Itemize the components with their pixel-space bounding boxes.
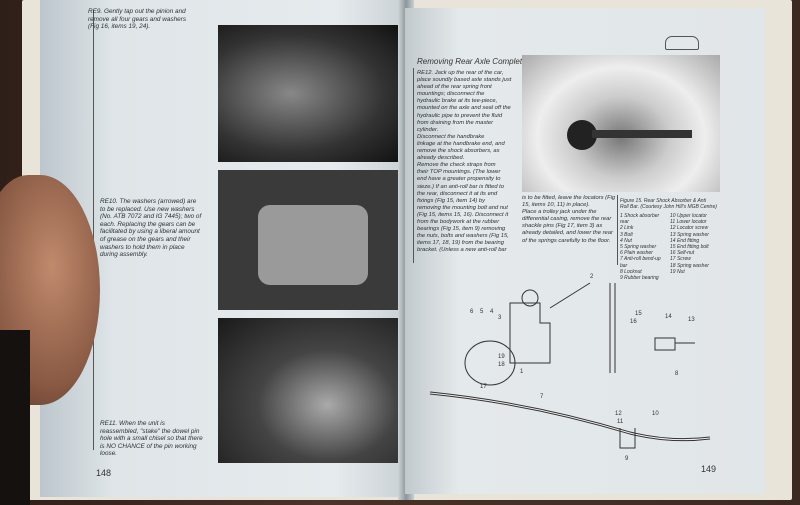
legend-item: 13 Spring washer xyxy=(670,231,709,238)
legend-item: 7 Anti-roll bend-up xyxy=(620,256,661,263)
photo-washers-and-gears xyxy=(218,170,400,310)
legend-item: 12 Locator screw xyxy=(670,225,709,232)
paragraph-re10: RE10. The washers (arrowed) are to be re… xyxy=(100,198,202,259)
legend-item: 9 Rubber bearing xyxy=(620,275,659,282)
diagram-label: 3 xyxy=(498,315,502,321)
paragraph-re11: RE11. When the unit is reassembled, "sta… xyxy=(100,420,203,458)
right-page: Removing Rear Axle Complete RE12. Jack u… xyxy=(405,8,765,494)
legend-item: 4 Nut xyxy=(620,237,632,244)
legend-item: 17 Screw xyxy=(670,256,691,263)
legend-item: 16 Self-nut xyxy=(670,250,695,257)
photo-differential-gears xyxy=(218,25,400,162)
diagram-label: 15 xyxy=(635,311,642,317)
legend-item: 8 Locknut xyxy=(620,268,642,275)
paragraph-re9: RE9. Gently tap out the pinion and remov… xyxy=(88,8,187,31)
diagram-label: 12 xyxy=(615,411,622,417)
diagram-label: 1 xyxy=(520,369,524,375)
legend-item: 11 Lower locator xyxy=(670,219,707,226)
diagram-label: 10 xyxy=(652,411,659,417)
legend-item: 15 End fitting bolt xyxy=(670,244,709,251)
page-number: 149 xyxy=(701,464,717,474)
left-page: RE9. Gently tap out the pinion and remov… xyxy=(40,0,408,497)
diagram-label: 18 xyxy=(498,362,505,368)
legend-item: 5 Spring washer xyxy=(620,244,657,251)
section-heading: Removing Rear Axle Complete xyxy=(417,57,527,66)
figure-caption: Figure 15. Rear Shock Absorber & Anti Ro… xyxy=(620,198,717,211)
diagram-label: 7 xyxy=(540,394,544,400)
diagram-label: 5 xyxy=(480,309,484,315)
paragraph-continued: is to be fitted, leave the locators (Fig… xyxy=(522,195,616,244)
diagram-label: 11 xyxy=(617,419,624,425)
legend-item: 10 Upper locator xyxy=(670,213,707,219)
paragraph-re12: RE12. Jack up the rear of the car, place… xyxy=(417,70,512,254)
column-rule xyxy=(93,10,94,450)
legend-item: 14 End fitting xyxy=(670,237,700,244)
legend-item: bar xyxy=(620,262,628,269)
diagram-label: 6 xyxy=(470,309,474,315)
legend-item: 2 Link xyxy=(620,225,634,232)
page-number: 148 xyxy=(96,468,112,478)
diagram-label: 19 xyxy=(498,354,505,360)
diagram-label: 2 xyxy=(590,274,594,280)
column-rule xyxy=(413,68,414,263)
photo-staking-dowel-pin xyxy=(218,318,400,463)
car-logo-icon xyxy=(665,36,699,50)
photo-rear-axle-on-stands xyxy=(522,55,720,192)
legend-item: 3 Bolt xyxy=(620,231,633,238)
diagram-label: 17 xyxy=(480,384,487,390)
legend-item: 6 Plain washer xyxy=(620,250,653,257)
sleeve xyxy=(0,330,30,505)
diagram-label: 4 xyxy=(490,309,494,315)
diagram-label: 8 xyxy=(675,371,679,377)
diagram-label: 16 xyxy=(630,319,637,325)
legend-item: rear xyxy=(620,219,629,226)
shock-absorber-part xyxy=(509,302,551,364)
diagram-label: 14 xyxy=(665,314,672,320)
column-rule xyxy=(617,195,618,265)
legend-item: 19 Nut xyxy=(670,268,685,275)
exploded-diagram: 6 5 4 3 2 1 19 18 17 16 15 14 13 12 11 1… xyxy=(429,274,711,462)
legend-item: 1 Shock absorber xyxy=(620,213,660,219)
legend-item: 18 Spring washer xyxy=(670,262,709,269)
diagram-label: 9 xyxy=(625,456,629,462)
diagram-label: 13 xyxy=(688,317,695,323)
